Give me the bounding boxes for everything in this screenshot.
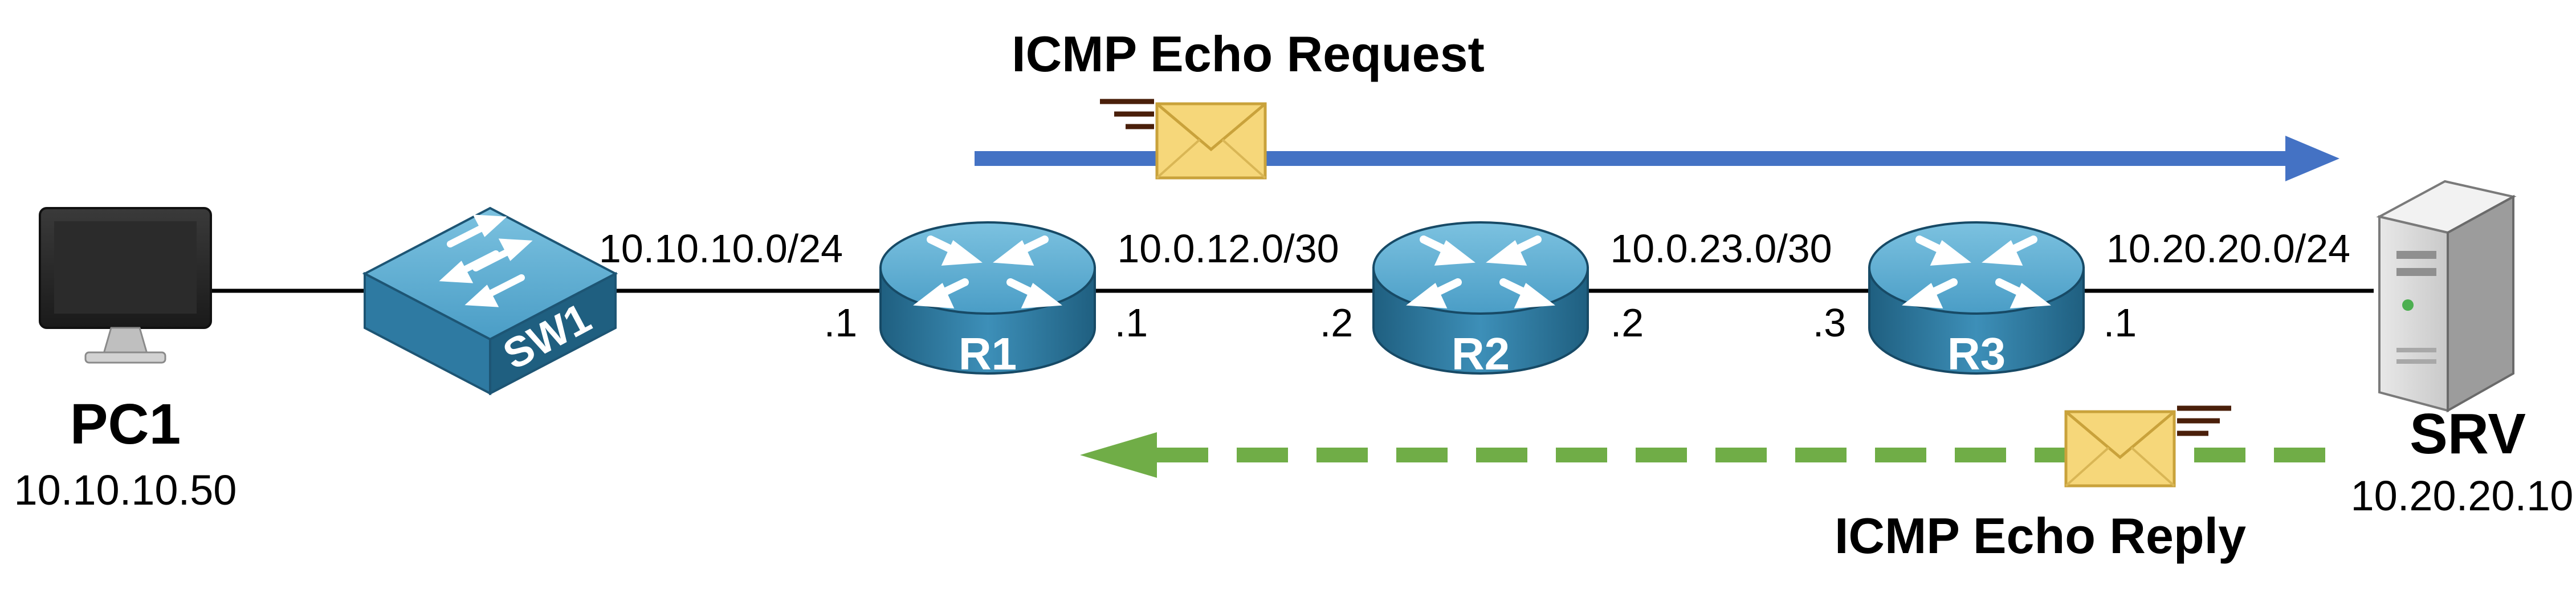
network-r1r2-label: 10.0.12.0/30 — [1117, 226, 1339, 271]
router-r3-name-label: R3 — [1947, 328, 2006, 379]
pc1-ip-label: 10.10.10.50 — [14, 466, 237, 514]
router-r1-name-label: R1 — [959, 328, 1017, 379]
server-icon — [2376, 180, 2517, 413]
pc1-name-label: PC1 — [70, 392, 181, 456]
interface-r1-right-label: .1 — [1115, 300, 1148, 345]
interface-r2-left-label: .2 — [1320, 300, 1353, 345]
router-icon — [1868, 221, 2085, 375]
interface-r3-right-label: .1 — [2104, 300, 2137, 345]
echo-reply-label: ICMP Echo Reply — [1835, 507, 2246, 564]
echo-request-label: ICMP Echo Request — [1012, 26, 1485, 82]
interface-r2-right-label: .2 — [1611, 300, 1644, 345]
srv-name-label: SRV — [2410, 402, 2526, 466]
request-envelope-icon — [1100, 99, 1267, 180]
network-r2r3-label: 10.0.23.0/30 — [1610, 226, 1832, 271]
network-lan2-label: 10.20.20.0/24 — [2106, 226, 2350, 271]
pc-icon — [39, 207, 212, 364]
interface-r3-left-label: .3 — [1813, 300, 1846, 345]
router-r2-name-label: R2 — [1452, 328, 1510, 379]
network-lan1-label: 10.10.10.0/24 — [599, 226, 843, 271]
srv-ip-label: 10.20.20.10 — [2351, 472, 2574, 519]
switch-icon — [362, 206, 618, 396]
reply-envelope-icon — [2064, 405, 2231, 488]
interface-r1-left-label: .1 — [824, 300, 857, 345]
router-icon — [1372, 221, 1589, 375]
router-icon — [879, 221, 1096, 375]
